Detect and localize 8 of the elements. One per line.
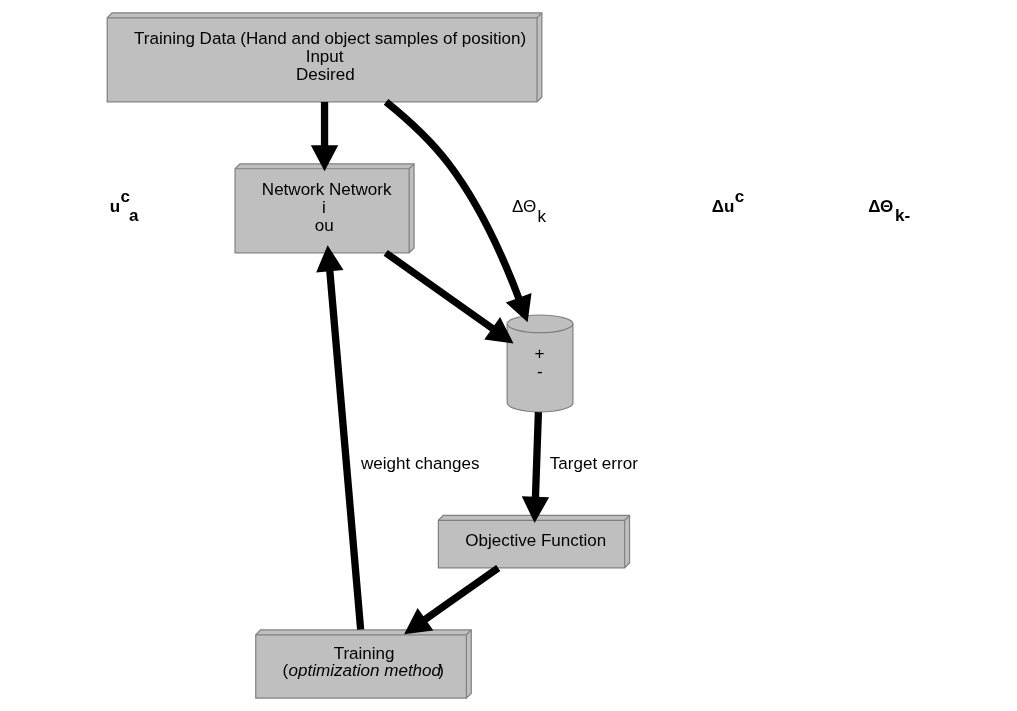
arrow	[521, 412, 549, 523]
arrow	[310, 101, 338, 172]
arrow	[383, 249, 514, 344]
edge-label: weight changes	[360, 453, 479, 473]
arrow	[383, 99, 532, 323]
edge-label: Target error	[549, 453, 638, 473]
arrow	[315, 245, 364, 630]
arrow	[403, 565, 500, 635]
